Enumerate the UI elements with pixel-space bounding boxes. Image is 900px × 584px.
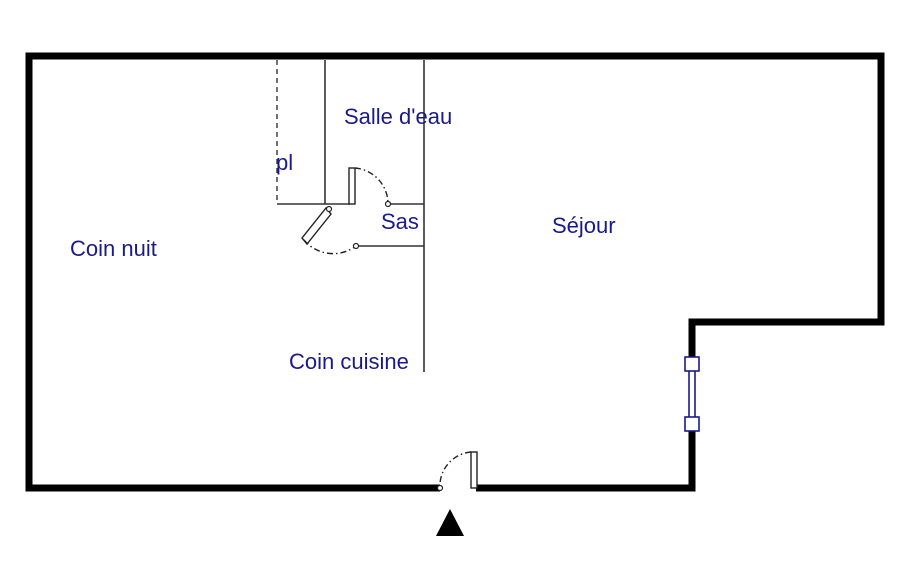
exterior-wall-left bbox=[25, 52, 885, 492]
door-sas bbox=[301, 205, 360, 255]
label-sas: Sas bbox=[381, 209, 419, 234]
label-sejour: Séjour bbox=[552, 213, 616, 238]
exterior-wall-right bbox=[476, 428, 696, 492]
entrance-door bbox=[436, 451, 478, 492]
label-placard: pl bbox=[276, 150, 294, 175]
label-coin-cuisine: Coin cuisine bbox=[289, 349, 409, 374]
door-salle-deau bbox=[348, 167, 392, 208]
label-salle-deau: Salle d'eau bbox=[344, 104, 453, 129]
window bbox=[684, 356, 700, 432]
label-coin-nuit: Coin nuit bbox=[70, 236, 157, 261]
entrance-arrow-icon bbox=[436, 509, 464, 536]
